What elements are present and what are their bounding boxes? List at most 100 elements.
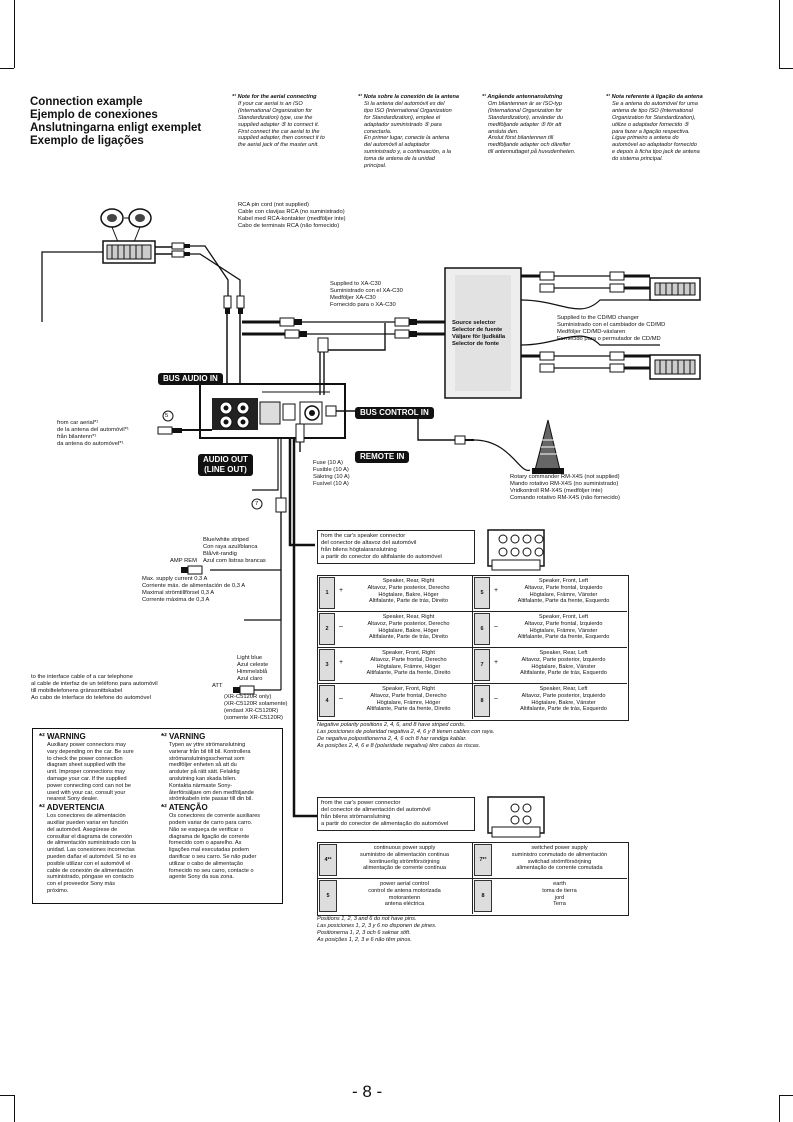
fuse-label: Fuse (10 A)Fusible (10 A)Säkring (10 A)F… xyxy=(313,460,350,487)
row-divider xyxy=(317,683,472,684)
polarity-sign: + xyxy=(493,587,499,594)
crop-mark xyxy=(779,0,780,68)
aerial-note-en: *¹ Note for the aerial connecting If you… xyxy=(232,94,325,149)
page-heading: Connection example Ejemplo de conexiones… xyxy=(30,96,201,148)
row-divider xyxy=(472,683,627,684)
att-plug-icon xyxy=(233,685,255,695)
heading-es: Ejemplo de conexiones xyxy=(30,109,158,121)
item-5-marker: 5 xyxy=(165,413,169,419)
telephone-label: to the interface cable of a car telephon… xyxy=(31,674,158,701)
crop-mark xyxy=(0,68,14,69)
audio-out-label: AUDIO OUT(LINE OUT) xyxy=(198,454,253,476)
aerial-note-sv: *¹ Angående antennanslutning Om bilanten… xyxy=(482,94,576,156)
amp-rem-label: AMP REM xyxy=(170,558,197,564)
crop-mark xyxy=(14,0,15,68)
att-label: ATT xyxy=(212,683,223,689)
crop-mark xyxy=(779,1095,780,1122)
jack-plug-icon xyxy=(454,435,474,445)
power-note: Positions 1, 2, 3 and 6 do not have pins… xyxy=(317,916,437,943)
aerial-adapter-icon xyxy=(157,426,182,435)
heading-pt: Exemplo de ligações xyxy=(30,135,144,147)
column-divider xyxy=(472,575,473,719)
speaker-pin-number: 7 xyxy=(474,649,490,681)
crop-mark xyxy=(779,68,793,69)
aerial-note-es: *¹ Nota sobre la conexión de la antena S… xyxy=(358,94,460,170)
power-pin-number: 4*² xyxy=(319,844,337,876)
cd-changer-icon xyxy=(649,277,701,301)
row-divider xyxy=(317,611,472,612)
speaker-pin-number: 6 xyxy=(474,613,490,645)
speaker-pin-number: 2 xyxy=(319,613,335,645)
crop-mark xyxy=(779,1095,793,1096)
warning-col-right: *² VARNING Typen av yttre strömanslutnin… xyxy=(161,732,261,881)
polarity-sign: – xyxy=(339,623,343,630)
row-divider xyxy=(472,878,627,879)
connector-icon xyxy=(275,497,287,690)
speaker-pin-number: 5 xyxy=(474,577,490,609)
row-divider xyxy=(317,878,472,879)
polarity-sign: + xyxy=(493,659,499,666)
crop-mark xyxy=(0,1095,14,1096)
fuse-icon xyxy=(295,423,305,443)
heading-sv: Anslutningarna enligt exemplet xyxy=(30,122,202,134)
bus-audio-in-label: BUS AUDIO IN xyxy=(158,373,223,385)
speaker-connector-icon xyxy=(487,529,545,571)
amplifier-icon xyxy=(100,208,156,264)
warning-box: *² WARNING Auxiliary power connectors ma… xyxy=(32,728,283,904)
speaker-pin-number: 1 xyxy=(319,577,335,609)
row-divider xyxy=(472,647,627,648)
rotary-commander-icon xyxy=(532,419,564,474)
polarity-sign: – xyxy=(494,695,498,702)
speaker-note: Negative polarity positions 2, 4, 6, and… xyxy=(317,722,495,749)
rca-cord-label: RCA pin cord (not supplied)Cable con cla… xyxy=(238,202,346,229)
crop-mark xyxy=(14,1095,15,1122)
warning-col-left: *² WARNING Auxiliary power connectors ma… xyxy=(39,732,137,894)
power-pin-table xyxy=(317,842,629,916)
item-7-marker xyxy=(251,498,263,510)
power-pin-number: 8 xyxy=(474,880,492,912)
rotary-commander-label: Rotary commander RM-X4S (not supplied)Ma… xyxy=(510,474,620,501)
rca-plug-icon xyxy=(171,242,190,258)
aerial-note-pt: *¹ Nota referente à ligação da antena Se… xyxy=(606,94,703,163)
speaker-pin-table xyxy=(317,575,629,721)
row-divider xyxy=(472,611,627,612)
md-changer-icon xyxy=(649,354,701,380)
bus-cable-plug-icon xyxy=(317,337,329,353)
polarity-sign: – xyxy=(339,695,343,702)
polarity-sign: + xyxy=(338,587,344,594)
speaker-pin-number: 3 xyxy=(319,649,335,681)
xr-only-label: (XR-C5120R only)(XR-C5120R solamente)(en… xyxy=(224,694,288,721)
polarity-sign: – xyxy=(494,623,498,630)
column-divider xyxy=(472,842,473,914)
speaker-pin-number: 8 xyxy=(474,685,490,717)
polarity-sign: + xyxy=(338,659,344,666)
master-unit xyxy=(199,383,346,439)
item-7-label: 7 xyxy=(255,501,259,507)
row-divider xyxy=(317,647,472,648)
speaker-pin-number: 4 xyxy=(319,685,335,717)
power-pin-number: 7*³ xyxy=(474,844,492,876)
bus-control-in-label: BUS CONTROL IN xyxy=(355,407,434,419)
heading-en: Connection example xyxy=(30,96,143,108)
power-pin-number: 5 xyxy=(319,880,337,912)
